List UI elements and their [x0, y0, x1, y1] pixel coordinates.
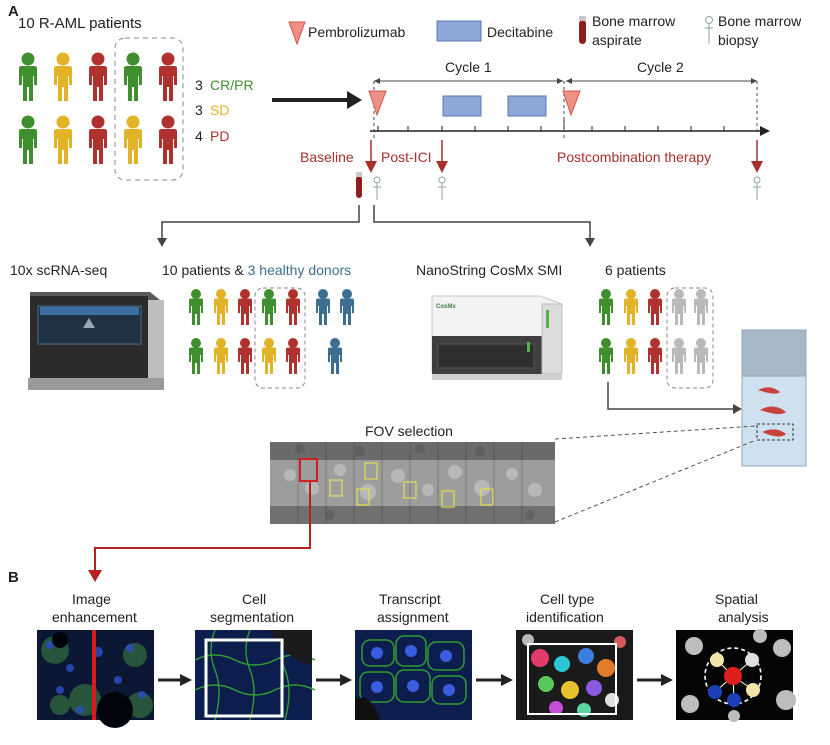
- step-1-line2: enhancement: [52, 609, 137, 625]
- panel-image-enhancement: [37, 630, 154, 728]
- panel-a-label: A: [8, 3, 19, 20]
- step-5-line2: analysis: [718, 609, 769, 625]
- step-2-line1: Cell: [242, 591, 267, 607]
- cosmx-patients-label: 6 patients: [605, 262, 666, 278]
- cohort-people: [19, 37, 184, 181]
- cosmx-device-icon: [431, 295, 563, 380]
- cycle-2-label: Cycle 2: [637, 59, 684, 75]
- branch-arrows: [161, 205, 591, 242]
- panel-cell-type-identification: [516, 630, 633, 720]
- timeline: [356, 78, 770, 200]
- scrna-people: [189, 287, 354, 389]
- response-count-crpr: 3: [195, 77, 203, 93]
- scrna-patients-label: 10 patients & 3 healthy donors: [162, 263, 351, 277]
- legend-pembrolizumab: Pembrolizumab: [308, 24, 406, 40]
- scrna-donors-text: 3 healthy donors: [247, 262, 352, 278]
- decitabine-box-icon: [436, 20, 482, 42]
- legend-biopsy-line2: biopsy: [718, 32, 759, 48]
- legend-decitabine: Decitabine: [487, 24, 554, 40]
- panel-spatial-analysis: [676, 629, 796, 722]
- step-1-line1: Image: [72, 591, 111, 607]
- legend-aspirate-line2: aspirate: [592, 32, 642, 48]
- step-4-line2: identification: [526, 609, 604, 625]
- legend-aspirate-line1: Bone marrow: [592, 13, 676, 29]
- pembrolizumab-triangle-icon: [288, 21, 306, 46]
- scrna-patients-text: 10 patients &: [162, 262, 248, 278]
- response-label-crpr: CR/PR: [210, 77, 254, 93]
- fov-red-connector: [94, 481, 311, 572]
- biopsy-needle-icon: [705, 16, 713, 44]
- timepoint-post-ici: Post-ICI: [381, 149, 432, 165]
- cohort-title: 10 R-AML patients: [18, 15, 142, 32]
- response-count-sd: 3: [195, 102, 203, 118]
- aspirate-tube-icon: [579, 16, 586, 44]
- cosmx-device-label: CosMx: [436, 304, 456, 310]
- cosmx-people: [599, 287, 714, 389]
- timepoint-baseline: Baseline: [300, 149, 354, 165]
- timepoint-postcombination: Postcombination therapy: [557, 149, 712, 165]
- response-label-sd: SD: [210, 102, 230, 118]
- panel-transcript-assignment: [355, 630, 472, 720]
- legend-biopsy-line1: Bone marrow: [718, 13, 802, 29]
- scrna-title: 10x scRNA-seq: [10, 262, 108, 278]
- step-3-line2: assignment: [377, 609, 449, 625]
- sequencer-device-icon: [28, 292, 164, 390]
- tissue-slide-icon: [741, 329, 807, 467]
- step-3-line1: Transcript: [379, 591, 441, 607]
- response-count-pd: 4: [195, 128, 203, 144]
- step-2-line2: segmentation: [210, 609, 295, 625]
- response-label-pd: PD: [210, 128, 230, 144]
- step-5-line1: Spatial: [715, 591, 758, 607]
- step-4-line1: Cell type: [540, 591, 595, 607]
- panel-cell-segmentation: [194, 629, 316, 721]
- cosmx-title: NanoString CosMx SMI: [416, 262, 563, 278]
- fov-tissue-image: [270, 442, 555, 524]
- fov-title: FOV selection: [365, 423, 453, 439]
- panel-b-label: B: [8, 569, 19, 586]
- cycle-1-label: Cycle 1: [445, 59, 492, 75]
